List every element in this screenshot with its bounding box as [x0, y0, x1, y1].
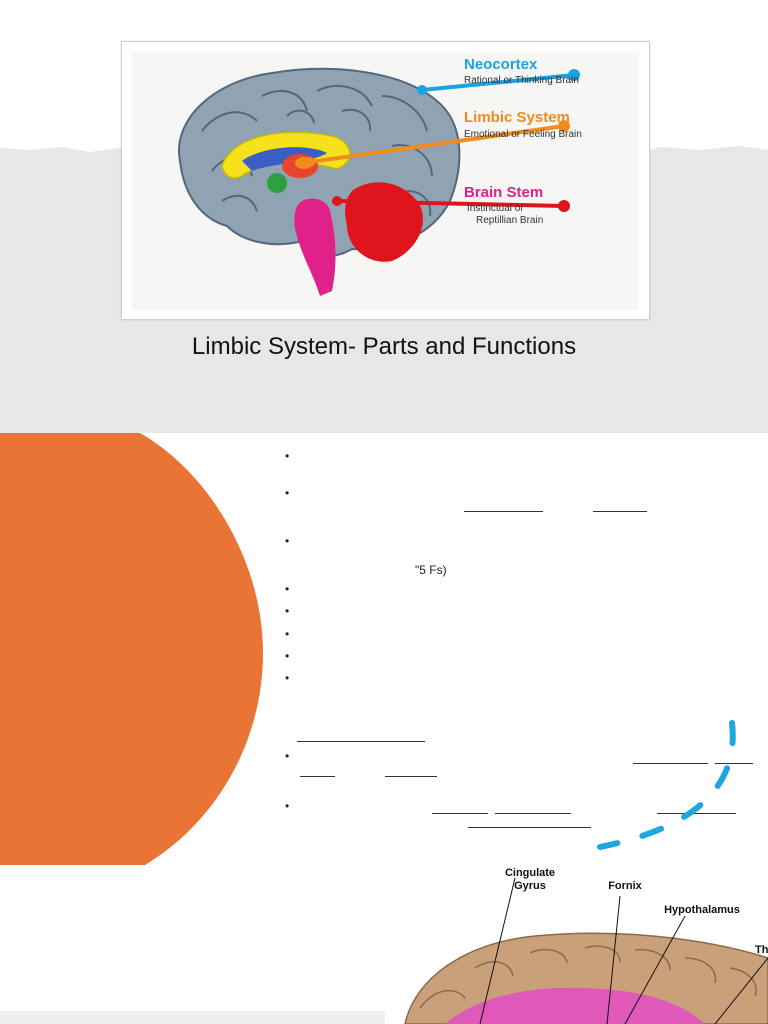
label-truncated: Th [755, 944, 768, 956]
label-cingulate-gyrus: Cingulate Gyrus [504, 867, 556, 892]
label-fornix: Fornix [608, 880, 642, 892]
bullet: • [285, 534, 290, 548]
limbic-anatomy-figure: Cingulate Gyrus Fornix Hypothalamus Th [385, 858, 768, 1024]
underline [464, 511, 543, 512]
underline [633, 763, 708, 764]
underline [297, 741, 425, 742]
underline [468, 827, 591, 828]
bottom-strip [0, 1011, 385, 1024]
blue-dashed-arc [597, 720, 736, 850]
label-brain-stem-subtitle-1: Instinctual or [467, 203, 524, 214]
bullet: • [285, 749, 290, 763]
five-fs-note: "5 Fs) [415, 563, 447, 577]
figure-caption: Limbic System- Parts and Functions [191, 333, 577, 360]
label-neocortex-subtitle: Rational or Thinking Brain [464, 75, 579, 86]
label-brain-stem: Brain Stem [464, 184, 544, 201]
label-limbic-system-subtitle: Emotional or Feeling Brain [464, 129, 582, 140]
underline [495, 813, 571, 814]
brain-figure-canvas: Neocortex Rational or Thinking Brain Lim… [132, 51, 639, 310]
anatomy-illustration [404, 877, 768, 1024]
label-hypothalamus: Hypothalamus [664, 904, 740, 916]
underline [432, 813, 488, 814]
bullet: • [285, 486, 290, 500]
label-neocortex: Neocortex [464, 56, 538, 73]
bullet: • [285, 649, 290, 663]
bullet: • [285, 799, 290, 813]
brain-illustration [177, 67, 580, 296]
underline [715, 763, 753, 764]
brain-figure: Neocortex Rational or Thinking Brain Lim… [121, 41, 650, 320]
underline [657, 813, 736, 814]
bullet: • [285, 671, 290, 685]
bullet: • [285, 604, 290, 618]
bullet: • [285, 627, 290, 641]
orange-circle-decoration [0, 433, 263, 865]
label-limbic-system: Limbic System [464, 109, 570, 126]
bullet: • [285, 449, 290, 463]
underline [385, 776, 437, 777]
underline [593, 511, 647, 512]
bullet: • [285, 582, 290, 596]
underline [300, 776, 335, 777]
label-brain-stem-subtitle-2: Reptillian Brain [476, 215, 544, 226]
